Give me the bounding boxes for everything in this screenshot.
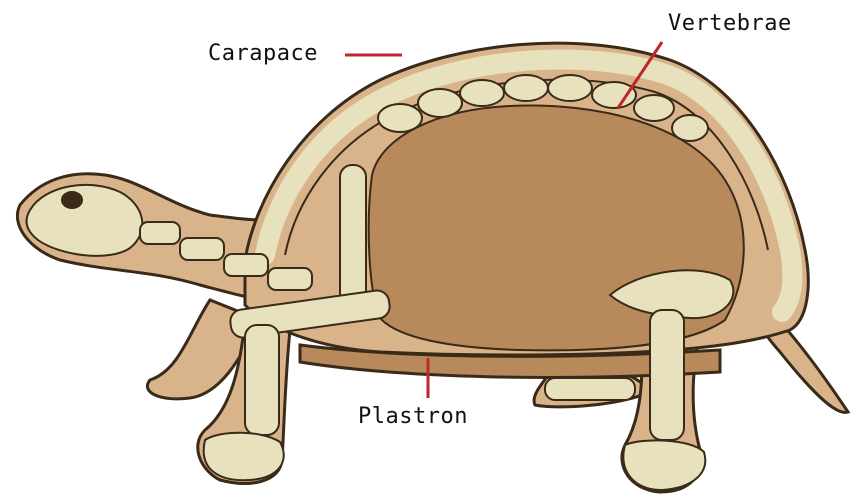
shoulder-bone xyxy=(340,165,366,305)
rear-femur xyxy=(650,310,684,440)
vertebra xyxy=(672,115,708,141)
carapace-label: Carapace xyxy=(208,41,318,66)
neck-vertebra xyxy=(224,254,268,276)
vertebrae-label: Vertebrae xyxy=(668,11,792,36)
front-forearm xyxy=(245,325,279,435)
vertebra xyxy=(548,75,592,101)
vertebra xyxy=(504,75,548,101)
rear-leg-bone xyxy=(545,378,635,400)
plastron-label: Plastron xyxy=(358,404,468,429)
vertebra xyxy=(378,104,422,132)
neck-vertebra xyxy=(180,238,224,260)
vertebra xyxy=(418,89,462,117)
vertebra xyxy=(634,95,674,121)
vertebra xyxy=(460,80,504,106)
neck-vertebra xyxy=(268,268,312,290)
front-foot xyxy=(204,433,284,480)
neck-vertebra xyxy=(140,222,180,244)
vertebra xyxy=(592,82,636,108)
eye-socket xyxy=(62,192,82,208)
